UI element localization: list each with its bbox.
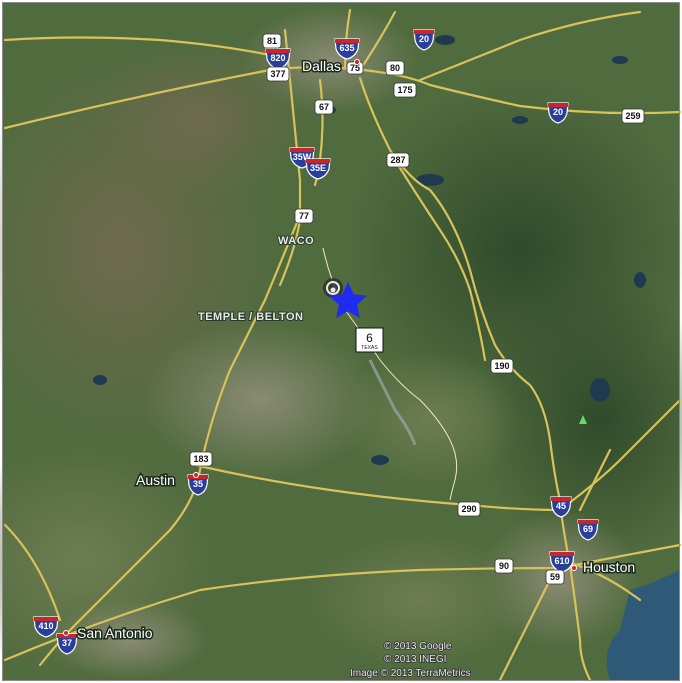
- attribution-inegi: © 2013 INEGI: [384, 654, 446, 665]
- lakes: [93, 35, 646, 465]
- us377-shield: 377: [266, 66, 290, 82]
- us183-shield: 183: [189, 451, 213, 467]
- i820-shield: 820: [265, 48, 291, 70]
- texas-6-sign: 6 TEXAS: [355, 327, 384, 353]
- svg-text:35: 35: [193, 479, 203, 489]
- svg-text:190: 190: [494, 361, 509, 371]
- svg-text:45: 45: [556, 501, 566, 511]
- svg-text:59: 59: [550, 572, 560, 582]
- svg-text:259: 259: [625, 111, 640, 121]
- i20-ne-shield: 20: [413, 29, 435, 51]
- us81-shield: 81: [262, 33, 282, 49]
- i635-shield: 635: [334, 38, 360, 60]
- us80-shield: 80: [385, 60, 405, 76]
- i45-shield: 45: [550, 496, 572, 518]
- i410-shield: 410: [33, 616, 59, 638]
- svg-text:635: 635: [339, 43, 354, 53]
- svg-text:287: 287: [390, 155, 405, 165]
- location-pin-icon[interactable]: [323, 278, 343, 298]
- svg-text:35W: 35W: [293, 152, 312, 162]
- svg-text:410: 410: [38, 621, 53, 631]
- label-austin: Austin: [136, 472, 175, 488]
- park-marker-icon: [579, 415, 587, 424]
- us290-shield: 290: [457, 501, 481, 517]
- svg-text:20: 20: [553, 107, 563, 117]
- svg-text:35E: 35E: [310, 163, 326, 173]
- interstate-shields: 820 635 20 20 35W 35E: [33, 29, 599, 655]
- i35e-shield: 35E: [305, 158, 331, 180]
- svg-text:80: 80: [390, 63, 400, 73]
- svg-text:290: 290: [461, 504, 476, 514]
- us175-shield: 175: [393, 82, 417, 98]
- us-route-shields: 81 377 75 80 175 67 287 77 259 190 183 2…: [189, 33, 645, 585]
- svg-text:77: 77: [299, 211, 309, 221]
- i20-e-shield: 20: [547, 102, 569, 124]
- gulf-water: [606, 570, 679, 680]
- svg-text:69: 69: [583, 524, 593, 534]
- svg-text:183: 183: [193, 454, 208, 464]
- label-dallas: Dallas: [302, 58, 341, 74]
- us77-shield: 77: [294, 208, 314, 224]
- us287-shield: 287: [386, 152, 410, 168]
- us59-shield: 59: [545, 569, 565, 585]
- texas-6-number: 6: [366, 331, 373, 345]
- us259-shield: 259: [621, 108, 645, 124]
- label-houston: Houston: [583, 559, 635, 575]
- svg-text:20: 20: [419, 34, 429, 44]
- i69-shield: 69: [577, 519, 599, 541]
- svg-text:175: 175: [397, 85, 412, 95]
- svg-text:37: 37: [62, 638, 72, 648]
- river-trace: [368, 359, 417, 446]
- map-attribution: © 2013 Google © 2013 INEGI Image © 2013 …: [349, 640, 471, 680]
- us90-shield: 90: [494, 558, 514, 574]
- label-waco: WACO: [278, 235, 314, 247]
- label-san-antonio: San Antonio: [77, 625, 153, 641]
- i35-austin-shield: 35: [187, 474, 209, 496]
- star-marker-icon[interactable]: [329, 282, 367, 318]
- svg-text:75: 75: [350, 63, 360, 73]
- svg-text:81: 81: [267, 36, 277, 46]
- city-dots: [63, 59, 577, 636]
- us67-shield: 67: [314, 99, 334, 115]
- texas-6-label: TEXAS: [361, 345, 378, 351]
- svg-text:820: 820: [270, 53, 285, 63]
- svg-text:90: 90: [499, 561, 509, 571]
- svg-text:67: 67: [319, 102, 329, 112]
- us190-shield: 190: [490, 358, 514, 374]
- svg-text:610: 610: [554, 556, 569, 566]
- attribution-terrametrics: Image © 2013 TerraMetrics: [350, 668, 471, 679]
- attribution-google: © 2013 Google: [384, 641, 452, 652]
- label-temple-belton: TEMPLE / BELTON: [198, 311, 304, 323]
- i37-shield: 37: [56, 633, 78, 655]
- svg-text:377: 377: [270, 69, 285, 79]
